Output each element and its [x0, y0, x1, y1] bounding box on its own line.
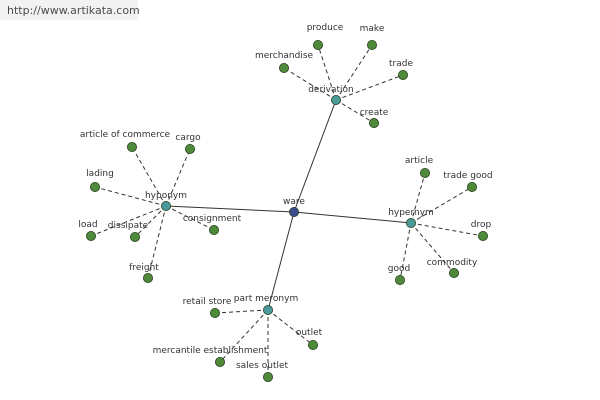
- term-label-create[interactable]: create: [360, 108, 389, 118]
- term-label-trade[interactable]: trade: [389, 59, 413, 69]
- term-label-retail-store[interactable]: retail store: [183, 297, 232, 307]
- edge-hyponym-consignment: [165, 205, 215, 231]
- edge-hypernym-good: [399, 222, 412, 281]
- term-node-load[interactable]: [86, 230, 97, 241]
- term-node-trade[interactable]: [397, 70, 408, 81]
- edge-hyponym-freight: [147, 205, 167, 279]
- relation-node-hyponym[interactable]: [160, 200, 171, 211]
- relation-label-hyponym[interactable]: hyponym: [145, 191, 187, 201]
- term-label-merchandise[interactable]: merchandise: [255, 51, 314, 61]
- term-label-lading[interactable]: lading: [86, 169, 114, 179]
- term-label-article-of-commerce[interactable]: article of commerce: [80, 130, 171, 140]
- term-label-commodity[interactable]: commodity: [427, 258, 478, 268]
- term-label-mercantile-establishment[interactable]: mercantile establishment: [153, 346, 268, 356]
- label-layer: ware derivation produce make merchandise trad…: [78, 23, 492, 371]
- edge-center-hypernym: [293, 211, 412, 224]
- relation-node-hypernym[interactable]: [405, 217, 416, 228]
- edge-hypernym-drop: [410, 222, 484, 237]
- term-label-trade-good[interactable]: trade good: [443, 171, 492, 181]
- term-node-merchandise[interactable]: [278, 63, 289, 74]
- node-layer: [86, 40, 488, 382]
- term-node-retail-store[interactable]: [209, 307, 220, 318]
- term-node-outlet[interactable]: [307, 339, 318, 350]
- relation-node-part-meronym[interactable]: [262, 304, 273, 315]
- term-node-produce[interactable]: [312, 40, 323, 51]
- edge-part-meronym-outlet: [267, 309, 314, 346]
- edge-center-part-meronym: [267, 211, 295, 311]
- term-label-sales-outlet[interactable]: sales outlet: [236, 361, 289, 371]
- term-node-good[interactable]: [394, 274, 405, 285]
- term-node-consignment[interactable]: [208, 224, 219, 235]
- term-node-sales-outlet[interactable]: [262, 371, 273, 382]
- term-label-load[interactable]: load: [78, 220, 97, 230]
- edge-hypernym-article: [410, 172, 426, 224]
- relation-node-derivation[interactable]: [330, 95, 341, 106]
- edge-layer: [90, 44, 484, 377]
- edge-derivation-trade: [335, 74, 404, 101]
- term-node-dissipate[interactable]: [129, 231, 140, 242]
- edge-hypernym-commodity: [410, 222, 455, 274]
- edge-part-meronym-mercantile-establishment: [219, 309, 269, 363]
- term-label-cargo[interactable]: cargo: [175, 133, 201, 143]
- watermark-url[interactable]: http://www.artikata.com: [7, 4, 140, 17]
- term-label-freight[interactable]: freight: [129, 263, 159, 273]
- term-label-dissipate[interactable]: dissipate: [108, 221, 149, 231]
- term-node-cargo[interactable]: [184, 143, 195, 154]
- term-label-good[interactable]: good: [388, 264, 410, 274]
- term-node-mercantile-establishment[interactable]: [214, 356, 225, 367]
- edge-hyponym-article-of-commerce: [131, 146, 167, 207]
- term-node-lading[interactable]: [90, 181, 101, 192]
- edge-derivation-merchandise: [283, 67, 337, 101]
- term-label-produce[interactable]: produce: [307, 23, 344, 33]
- edge-hyponym-cargo: [165, 148, 191, 207]
- edge-hyponym-dissipate: [134, 205, 167, 238]
- edge-derivation-produce: [317, 44, 337, 101]
- edge-part-meronym-retail-store: [214, 309, 269, 314]
- term-node-article-of-commerce[interactable]: [127, 141, 138, 152]
- term-node-article[interactable]: [419, 167, 430, 178]
- edge-derivation-create: [335, 99, 375, 124]
- edge-center-derivation: [293, 99, 337, 213]
- term-label-make[interactable]: make: [360, 24, 385, 34]
- relation-label-hypernym[interactable]: hypernym: [388, 208, 434, 218]
- center-node-ware[interactable]: [288, 206, 299, 217]
- relation-label-part-meronym[interactable]: part meronym: [234, 294, 298, 304]
- watermark-box: http://www.artikata.com: [0, 0, 140, 20]
- relation-label-derivation[interactable]: derivation: [308, 85, 354, 95]
- term-node-freight[interactable]: [142, 272, 153, 283]
- term-node-trade-good[interactable]: [466, 181, 477, 192]
- edge-hyponym-lading: [94, 186, 167, 207]
- center-label[interactable]: ware: [283, 197, 305, 207]
- term-label-article[interactable]: article: [405, 156, 434, 166]
- term-label-drop[interactable]: drop: [471, 220, 492, 230]
- term-node-commodity[interactable]: [448, 267, 459, 278]
- term-label-outlet[interactable]: outlet: [296, 328, 323, 338]
- term-label-consignment[interactable]: consignment: [183, 214, 242, 224]
- term-node-create[interactable]: [368, 118, 379, 129]
- edge-center-hyponym: [165, 205, 295, 213]
- term-node-drop[interactable]: [477, 230, 488, 241]
- edge-derivation-make: [335, 44, 373, 101]
- term-node-make[interactable]: [366, 40, 377, 51]
- edge-hypernym-trade-good: [410, 186, 473, 224]
